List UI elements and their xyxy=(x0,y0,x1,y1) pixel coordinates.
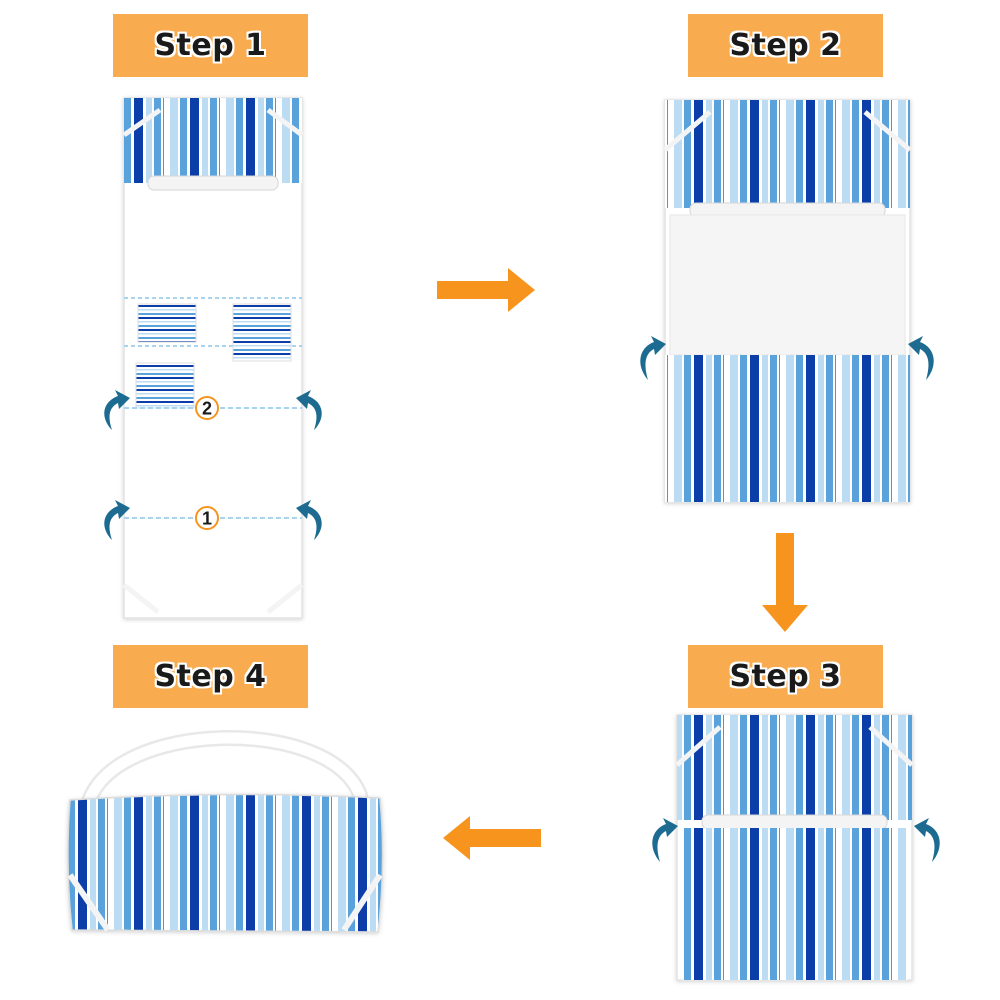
step-3-label: Step 3 xyxy=(688,645,883,708)
step-2-illustration xyxy=(640,99,934,503)
down-arrow-icon xyxy=(762,533,808,632)
curved-fold-arrow-icon xyxy=(640,336,934,380)
left-arrow-icon xyxy=(443,816,541,860)
pillow-striped-panel xyxy=(124,98,302,183)
curved-fold-arrow-icon xyxy=(652,818,940,862)
pocket-2 xyxy=(232,303,292,362)
fold-marker-1: 1 xyxy=(195,506,219,530)
right-arrow-icon xyxy=(437,268,535,312)
folded-panel xyxy=(683,828,908,980)
fold-marker-2: 2 xyxy=(195,396,219,420)
step-1-illustration: 2 1 xyxy=(104,97,322,619)
pocket-3 xyxy=(135,362,195,409)
step-4-label: Step 4 xyxy=(113,645,308,708)
folded-bundle xyxy=(67,793,384,933)
step-4-illustration xyxy=(67,730,384,933)
pillow-band xyxy=(147,175,279,191)
step-1-label: Step 1 xyxy=(113,14,308,77)
fold-marker-2-text: 2 xyxy=(202,399,212,419)
folded-bottom-panel xyxy=(665,355,910,502)
pocket-1 xyxy=(137,303,197,343)
fold-marker-1-text: 1 xyxy=(202,509,212,529)
step-3-illustration xyxy=(652,714,940,981)
curved-fold-arrow-icon xyxy=(104,390,322,540)
step-2-label: Step 2 xyxy=(688,14,883,77)
